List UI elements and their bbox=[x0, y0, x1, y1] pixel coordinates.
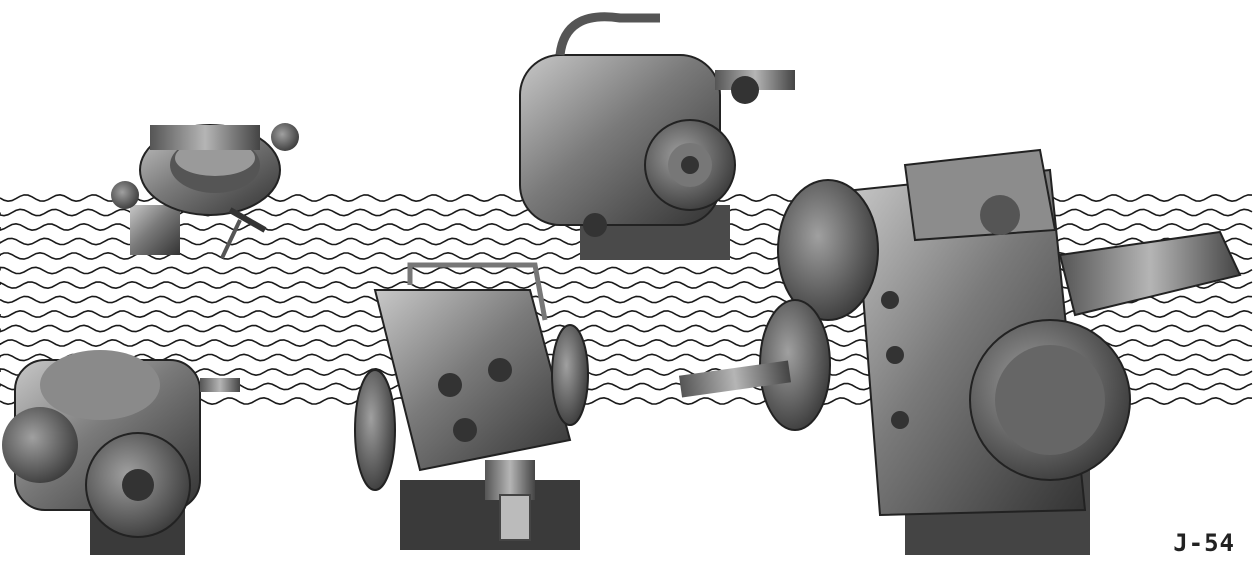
page-code: J-54 bbox=[1173, 529, 1235, 557]
pump-image-bottom-left bbox=[2, 350, 240, 555]
wave-line bbox=[0, 280, 1253, 290]
pump-image-large-right bbox=[679, 148, 1242, 555]
pump-image-top-center bbox=[519, 12, 795, 260]
pump-image-bottom-center bbox=[354, 262, 589, 550]
pump-image-top-left bbox=[111, 123, 299, 259]
